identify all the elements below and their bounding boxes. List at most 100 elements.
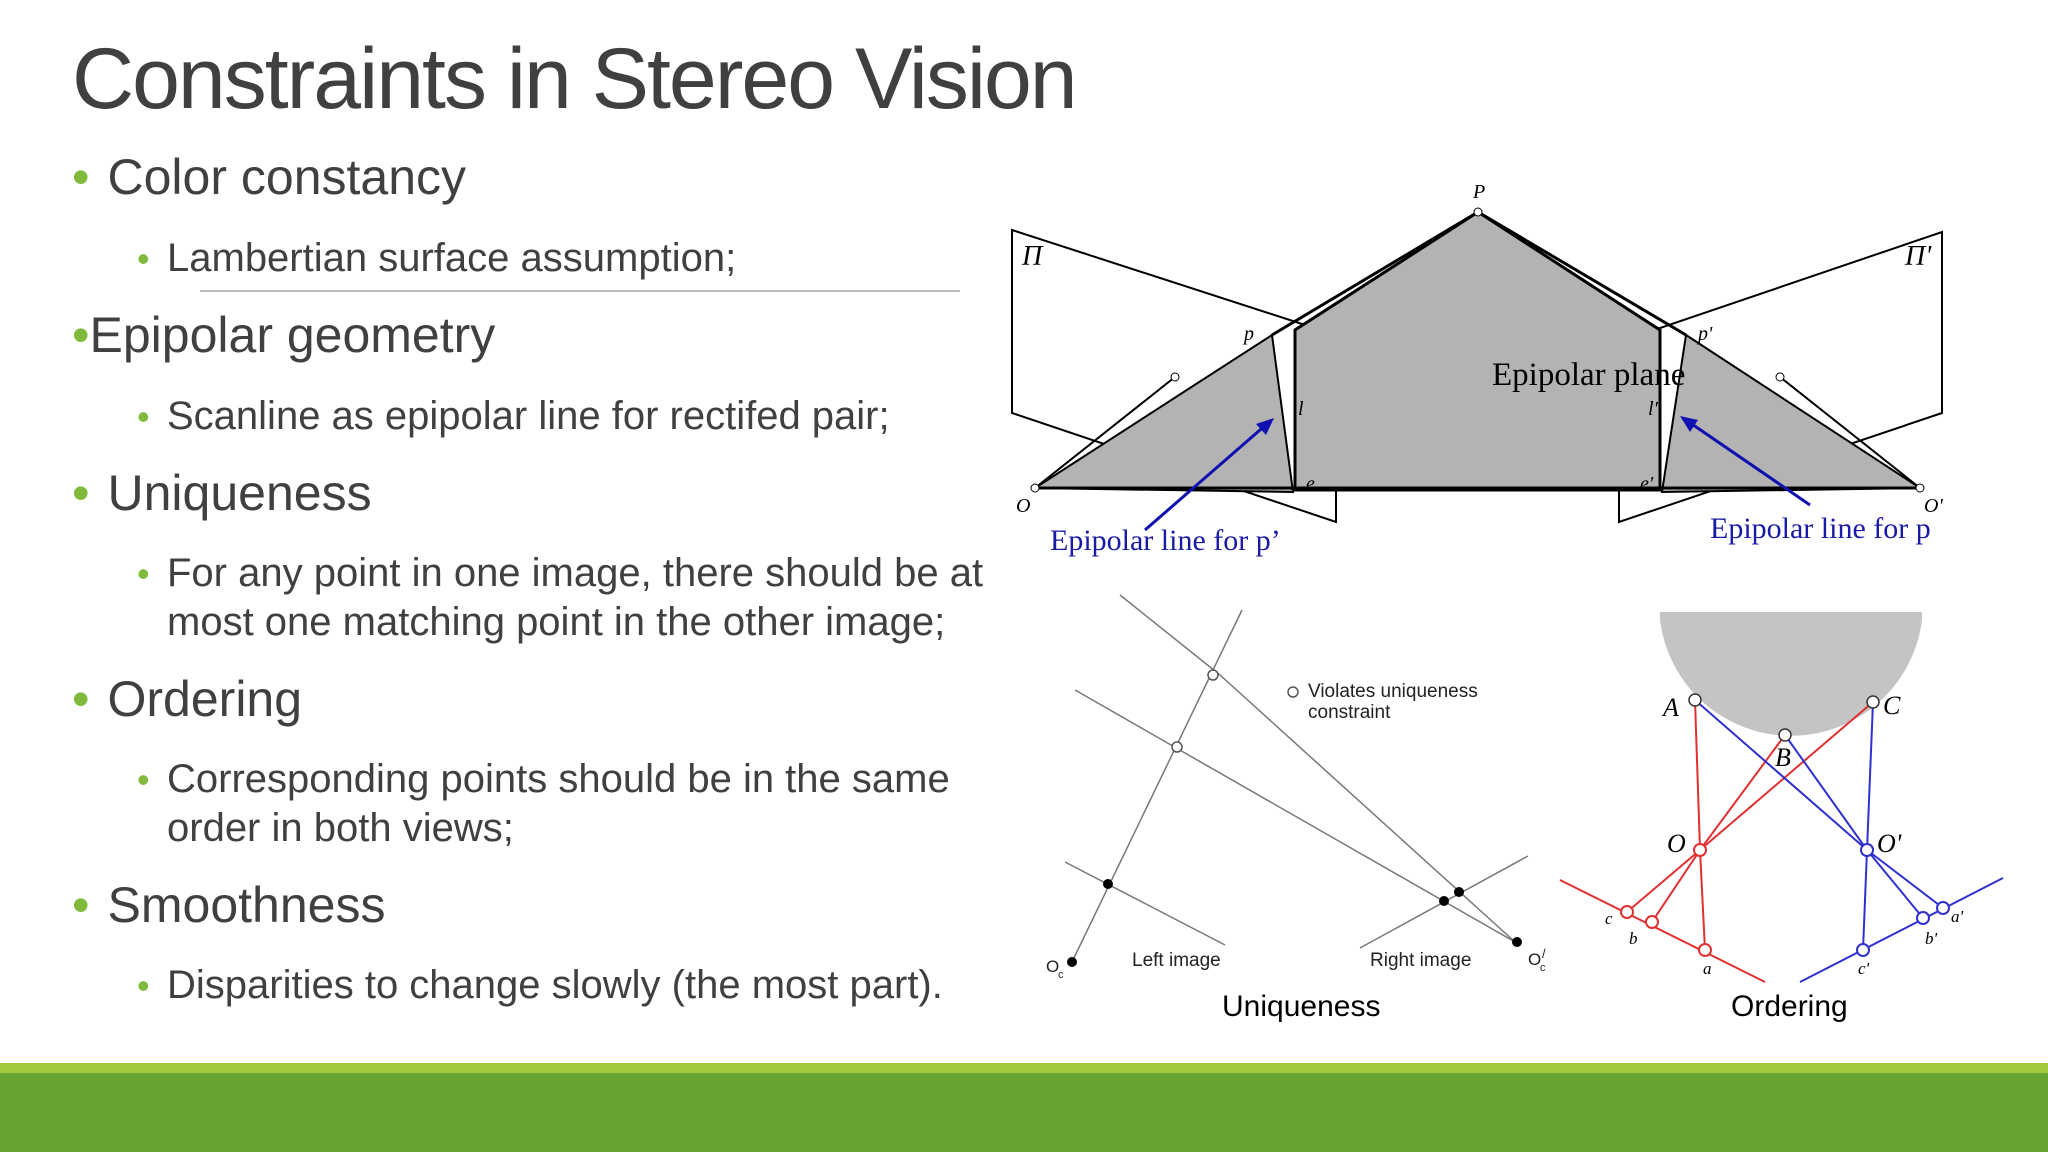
blue-ray (1784, 734, 1868, 851)
point-P (1473, 207, 1483, 217)
sub-bullet-text: Disparities to change slowly (the most p… (167, 963, 943, 1007)
label-p-prime: p' (1696, 323, 1713, 345)
red-ray (1651, 849, 1701, 923)
epipolar-geometry-figure: P Π Π' p p' l l' e e' O O' Epipolar plan… (1011, 181, 1943, 557)
camera-center-left (1067, 957, 1077, 967)
sub-bullet-text: Corresponding points should be in the sa… (167, 757, 950, 850)
red-ray (1699, 701, 1874, 851)
bullet-label: Ordering (107, 671, 303, 727)
right-ray (1779, 376, 1921, 489)
ordering-figure: A B C O O' c b a c' b' a' (1559, 612, 2004, 983)
label-l: l (1298, 398, 1304, 420)
match-point (1103, 879, 1113, 889)
blue-ray (1866, 701, 1874, 851)
ray (1074, 689, 1516, 943)
arrow-left-head (1256, 418, 1274, 435)
arrow-right-head (1680, 416, 1698, 432)
bullet-dot: • (137, 238, 150, 279)
label-B: B (1775, 743, 1791, 772)
label-a-prime: a' (1951, 907, 1964, 926)
label-O-prime: O' (1924, 495, 1943, 517)
point-B (1778, 728, 1792, 742)
label-l-prime: l' (1648, 398, 1659, 420)
bullet-color-constancy: • Color constancy (72, 148, 466, 206)
bullet-dot: • (72, 877, 90, 933)
ordering-caption: Ordering (1731, 990, 1848, 1023)
label-O: O (1667, 829, 1686, 858)
point-left (1170, 372, 1180, 382)
point-right (1775, 372, 1785, 382)
epipolar-plane-label: Epipolar plane (1492, 357, 1685, 393)
caption-epipolar-line-p: Epipolar line for p (1710, 512, 1931, 545)
match-point (1454, 887, 1464, 897)
legend-text: Violates uniqueness (1308, 681, 1478, 702)
ray (1219, 674, 1516, 943)
uniqueness-caption: Uniqueness (1222, 990, 1381, 1023)
label-c-prime: c' (1858, 959, 1870, 978)
point-a-prime (1936, 901, 1950, 915)
label-O-prime: O' (1877, 829, 1902, 858)
label-O: O (1016, 495, 1030, 517)
match-point (1439, 896, 1449, 906)
epipolar-plane (1293, 210, 1662, 492)
violation-point (1171, 741, 1183, 753)
slide-title: Constraints in Stereo Vision (72, 31, 1078, 127)
bullet-label: Epipolar geometry (89, 307, 496, 363)
blue-ray (1866, 849, 1924, 919)
ray (1119, 594, 1221, 676)
bullet-dot: • (137, 553, 150, 594)
point-C (1866, 695, 1880, 709)
right-triangle (1660, 333, 1924, 494)
red-ray (1694, 699, 1701, 851)
red-ray (1699, 734, 1786, 851)
bullet-uniqueness: • Uniqueness (72, 464, 372, 522)
bullet-dot: • (72, 671, 90, 727)
point-c-prime (1856, 943, 1870, 957)
uniqueness-figure: Violates uniqueness constraint Left imag… (1046, 594, 1546, 981)
red-image-line (1559, 879, 1766, 983)
bullet-label: Color constancy (107, 149, 467, 205)
bullet-dot: • (137, 965, 150, 1006)
bullet-dot: • (72, 307, 90, 363)
left-image-line (1064, 861, 1226, 946)
label-a: a (1703, 959, 1712, 978)
bullet-dot: • (72, 149, 90, 205)
arrow-left (1144, 421, 1269, 532)
blue-ray (1694, 699, 1868, 851)
blue-ray (1862, 849, 1868, 951)
oc-left-sub: c (1058, 969, 1064, 981)
point-a (1698, 943, 1712, 957)
bullet-ordering: • Ordering (72, 670, 302, 728)
footer-band-top (0, 1063, 2048, 1073)
label-b: b (1629, 929, 1638, 948)
sub-bullet-text: Lambertian surface assumption; (167, 236, 737, 280)
arrow-right (1685, 418, 1811, 507)
sub-bullet-text: Scanline as epipolar line for rectifed p… (167, 394, 890, 438)
bullet-dot: • (72, 465, 90, 521)
point-A (1688, 693, 1702, 707)
oc-left-label: O (1046, 957, 1059, 976)
red-ray (1699, 849, 1706, 951)
violation-point (1207, 669, 1219, 681)
oc-right-sub: c (1540, 962, 1546, 974)
left-ray (1034, 376, 1176, 489)
bullet-label: Uniqueness (107, 465, 372, 521)
label-pi-right: Π' (1904, 241, 1932, 272)
legend-text: constraint (1308, 702, 1391, 723)
left-image-label: Left image (1132, 950, 1221, 971)
point-b-prime (1916, 911, 1930, 925)
footer-band (0, 1073, 2048, 1152)
surface-shape (1660, 612, 1922, 736)
caption-epipolar-line-p-prime: Epipolar line for p’ (1050, 524, 1281, 557)
label-e: e (1306, 473, 1315, 495)
bullet-dot: • (137, 396, 150, 437)
label-p: p (1242, 323, 1254, 345)
legend-marker (1287, 686, 1299, 698)
bullet-smoothness: •Smoothness (72, 876, 385, 934)
sub-bullet: • Disparities to change slowly (the most … (137, 961, 1017, 1010)
divider-line (200, 290, 960, 292)
blue-ray (1866, 849, 1944, 909)
label-P: P (1472, 181, 1485, 203)
point-O-prime (1915, 483, 1925, 493)
point-b (1645, 915, 1659, 929)
